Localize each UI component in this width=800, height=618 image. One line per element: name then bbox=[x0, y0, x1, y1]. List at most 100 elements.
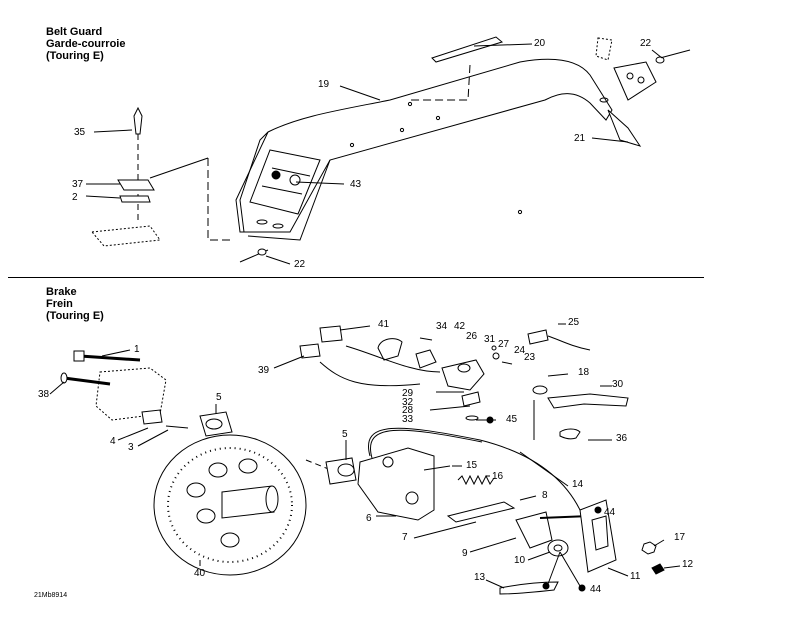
callout-number: 12 bbox=[682, 559, 694, 570]
callout-number: 23 bbox=[524, 352, 536, 363]
screw-part bbox=[165, 425, 189, 429]
belt-guard-edge bbox=[247, 159, 331, 241]
belt-guard-part bbox=[235, 58, 613, 233]
fastener-dot bbox=[578, 584, 586, 592]
guard-hole bbox=[407, 101, 413, 107]
clip-hole bbox=[637, 76, 645, 84]
lever-pivot bbox=[461, 391, 481, 407]
clip-part bbox=[141, 409, 163, 425]
figure-code: 21Mb8914 bbox=[34, 592, 68, 599]
guard-slot bbox=[272, 223, 284, 229]
pin-head bbox=[257, 248, 267, 256]
callout-number: 26 bbox=[466, 331, 478, 342]
callout-number: 13 bbox=[474, 572, 486, 583]
callout-number: 1 bbox=[134, 344, 140, 355]
surface-outline bbox=[90, 225, 161, 247]
nut-part bbox=[547, 539, 569, 557]
callout-number: 9 bbox=[462, 548, 468, 559]
callout-number: 7 bbox=[402, 532, 408, 543]
screw-part bbox=[501, 361, 513, 365]
washer-part bbox=[491, 345, 497, 351]
switch-part bbox=[527, 329, 549, 345]
leader-line bbox=[527, 551, 551, 561]
guard-slot bbox=[599, 97, 609, 103]
leader-line bbox=[101, 349, 131, 357]
leader-line bbox=[547, 551, 561, 585]
callout-number: 35 bbox=[74, 127, 86, 138]
bolt-part bbox=[79, 354, 141, 362]
clip-part bbox=[117, 179, 155, 191]
disc-vent bbox=[238, 458, 258, 474]
nut-part bbox=[641, 541, 657, 555]
spring-part bbox=[457, 474, 495, 486]
decal-line bbox=[271, 167, 311, 177]
leader-line bbox=[117, 427, 149, 441]
callout-number: 22 bbox=[640, 38, 652, 49]
guard-hole bbox=[435, 115, 441, 121]
disc-vent bbox=[186, 482, 206, 498]
leader-line bbox=[413, 521, 477, 539]
callout-number: 41 bbox=[378, 319, 390, 330]
callout-number: 44 bbox=[604, 507, 616, 518]
decal-symbol bbox=[271, 170, 281, 180]
bracket-detail bbox=[591, 515, 609, 551]
bracket-part bbox=[515, 511, 553, 549]
callout-number: 18 bbox=[578, 367, 590, 378]
callout-number: 16 bbox=[492, 471, 504, 482]
nut-hole bbox=[553, 544, 563, 552]
decal-line bbox=[261, 185, 303, 195]
leader-line bbox=[49, 381, 65, 395]
lever-part bbox=[446, 501, 516, 523]
caliper-hole bbox=[405, 491, 419, 505]
warning-decal-part bbox=[249, 149, 321, 215]
leader-line bbox=[93, 129, 133, 133]
leader-line bbox=[339, 325, 371, 331]
leader-line bbox=[485, 579, 505, 589]
callout-number: 20 bbox=[534, 38, 546, 49]
callout-number: 21 bbox=[574, 133, 586, 144]
wire-part bbox=[319, 361, 421, 387]
leader-line bbox=[519, 495, 537, 501]
callout-number: 4 bbox=[110, 436, 116, 447]
cylinder-cap bbox=[457, 363, 471, 373]
callout-number: 43 bbox=[350, 179, 362, 190]
callout-number: 5 bbox=[216, 392, 222, 403]
caliper-part bbox=[357, 447, 435, 521]
callout-number: 45 bbox=[506, 414, 518, 425]
connector-part bbox=[319, 325, 343, 343]
leader-line bbox=[663, 565, 681, 569]
callout-number: 36 bbox=[616, 433, 628, 444]
leader-line bbox=[469, 537, 517, 553]
callout-number: 5 bbox=[342, 429, 348, 440]
decal-symbol bbox=[289, 174, 301, 186]
belt-guard-title-line: (Touring E) bbox=[46, 50, 104, 62]
leader-line bbox=[547, 373, 569, 377]
pad-detail bbox=[337, 463, 355, 477]
brake-title: Brake Frein (Touring E) bbox=[46, 286, 104, 322]
callout-number: 42 bbox=[454, 321, 466, 332]
leader-line bbox=[137, 429, 169, 447]
washer-part bbox=[532, 385, 548, 395]
callout-number: 8 bbox=[542, 490, 548, 501]
pad-detail bbox=[205, 418, 223, 430]
callout-number: 38 bbox=[38, 389, 50, 400]
leader-line bbox=[85, 195, 121, 199]
fastener-dot bbox=[594, 506, 602, 514]
connector-part bbox=[299, 343, 321, 359]
disc-hub-end bbox=[265, 485, 279, 513]
caliper-stud bbox=[423, 465, 451, 471]
callout-number: 28 bbox=[402, 405, 414, 416]
callout-number: 6 bbox=[366, 513, 372, 524]
brake-pad-part bbox=[199, 411, 233, 437]
callout-number: 32 bbox=[402, 397, 414, 408]
leader-line bbox=[265, 255, 291, 265]
wire-part bbox=[547, 335, 591, 351]
brake-title-line: (Touring E) bbox=[46, 310, 104, 322]
brake-pad-part bbox=[325, 457, 357, 485]
callout-number: 10 bbox=[514, 555, 526, 566]
assembly-dashline bbox=[207, 158, 232, 241]
callout-number: 34 bbox=[436, 321, 448, 332]
belt-guard-title: Belt Guard Garde-courroie (Touring E) bbox=[46, 26, 125, 62]
assembly-line bbox=[149, 157, 209, 179]
bracket-part bbox=[607, 109, 642, 147]
